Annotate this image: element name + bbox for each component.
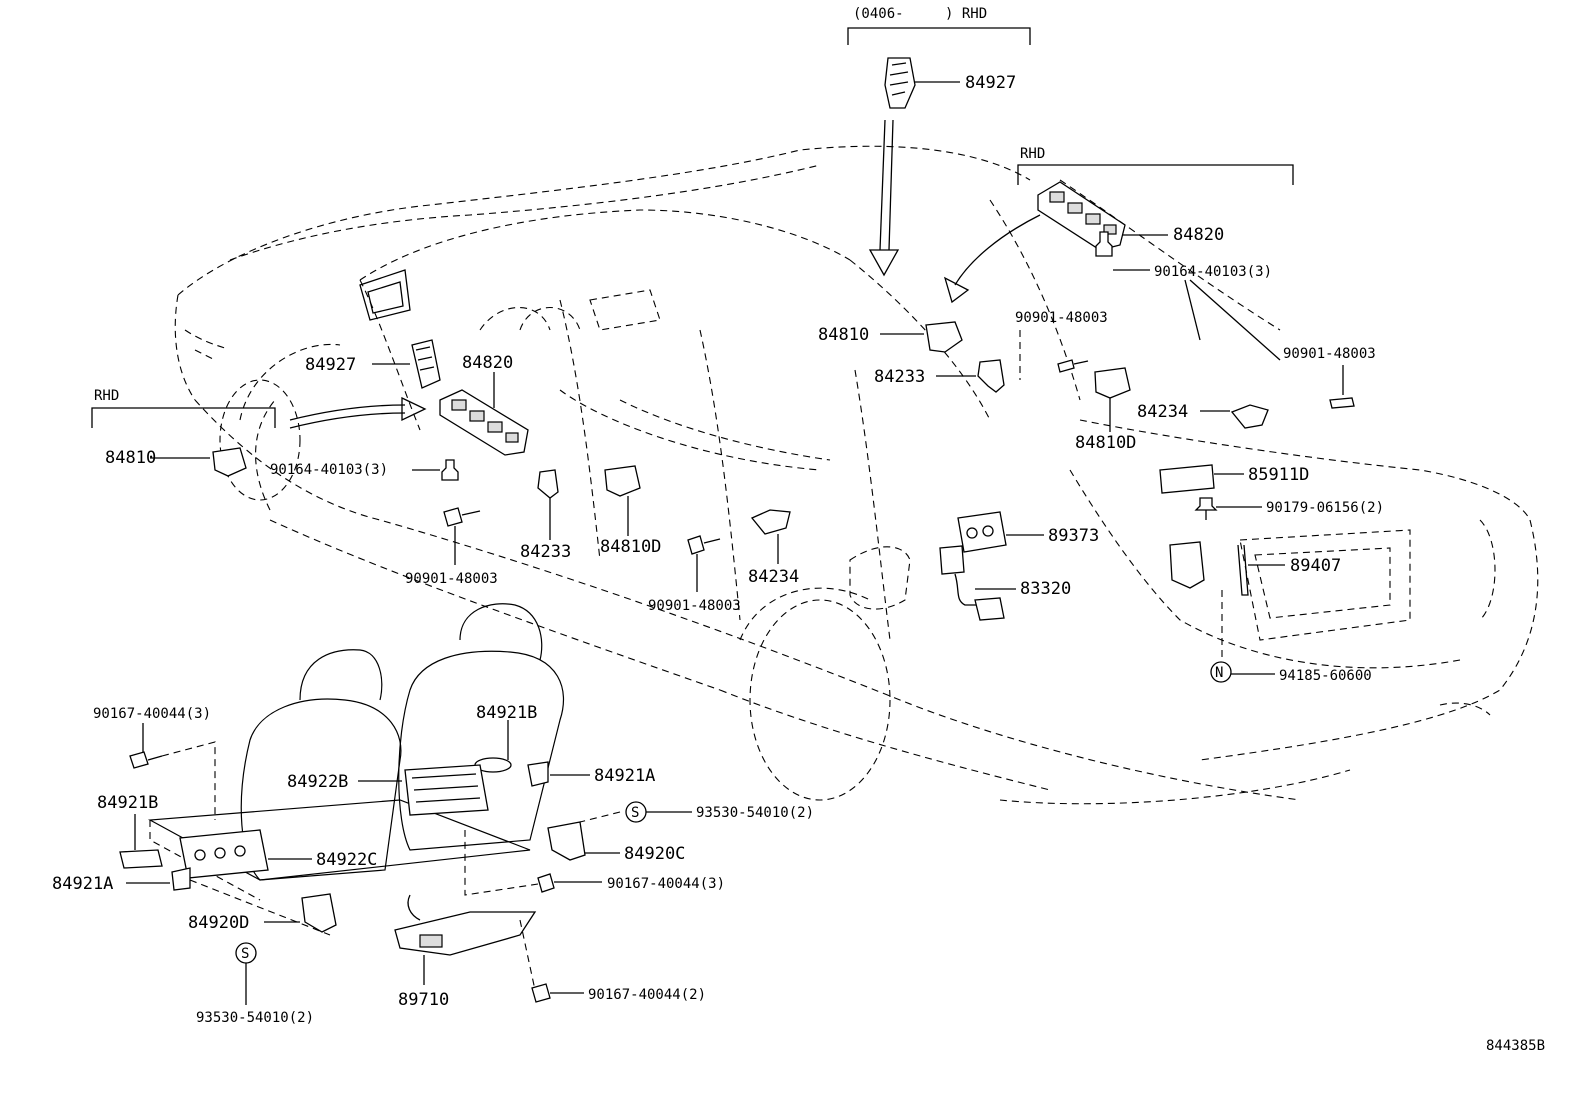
label-84920D: 84920D	[188, 913, 249, 933]
label-90167-bot: 90167-40044(2)	[588, 987, 706, 1003]
label-84921B-left: 84921B	[97, 793, 158, 813]
label-90901-c: 90901-48003	[405, 571, 498, 587]
label-84233-left: 84233	[520, 542, 571, 562]
part-84810D-right: 84810D	[1075, 367, 1136, 453]
label-94185: 94185-60600	[1279, 668, 1372, 684]
part-84921B-right: 84921B	[474, 703, 537, 773]
part-84820-right: 84820	[943, 181, 1224, 304]
part-89710: 89710	[394, 894, 537, 1010]
label-89373: 89373	[1048, 526, 1099, 546]
callout-s-left: S	[241, 946, 249, 962]
part-84921A-right: 84921A	[527, 761, 655, 787]
part-90167-mid: 90167-40044(3)	[464, 830, 725, 896]
header-date-range: (0406-	[853, 6, 904, 22]
label-84921B-right: 84921B	[476, 703, 537, 723]
label-84820-right: 84820	[1173, 225, 1224, 245]
label-84920C: 84920C	[624, 844, 685, 864]
label-84810-mid: 84810	[818, 325, 869, 345]
part-84234-left: 84234	[748, 509, 799, 587]
part-84810-left: 84810	[105, 447, 247, 477]
callout-n: N	[1215, 665, 1223, 681]
part-84820-left: 84820	[439, 353, 529, 456]
header-rhd-top: ) RHD	[945, 6, 987, 22]
part-90167-top: 90167-40044(3)	[93, 706, 216, 820]
label-84810D-right: 84810D	[1075, 433, 1136, 453]
label-84234-left: 84234	[748, 567, 799, 587]
part-85911D: 85911D	[1159, 464, 1309, 494]
label-84922B: 84922B	[287, 772, 348, 792]
label-93530-right: 93530-54010(2)	[696, 805, 814, 821]
label-84820-left: 84820	[462, 353, 513, 373]
label-84921A-left: 84921A	[52, 874, 113, 894]
part-84234-right: 84234	[1137, 402, 1269, 429]
label-84922C: 84922C	[316, 850, 377, 870]
part-83320: 83320	[939, 545, 1071, 621]
vehicle-body-outline	[174, 145, 1539, 805]
side-mirror-illustration	[359, 269, 411, 321]
part-90901-left-d: 90901-48003	[648, 535, 741, 614]
part-93530-right: S 93530-54010(2)	[579, 801, 814, 823]
label-90167-mid: 90167-40044(3)	[607, 876, 725, 892]
label-85911D: 85911D	[1248, 465, 1309, 485]
part-90164-left: 90164-40103(3)	[270, 459, 459, 481]
part-84922B: 84922B	[287, 764, 489, 816]
label-90901-b: 90901-48003	[1283, 346, 1376, 362]
label-84921A-right: 84921A	[594, 766, 655, 786]
callout-s-right: S	[631, 805, 639, 821]
part-90164-right: 90164-40103(3)	[1095, 231, 1281, 361]
header-rhd-left: RHD	[94, 388, 119, 404]
label-89407: 89407	[1290, 556, 1341, 576]
part-90167-bot: 90167-40044(2)	[531, 983, 706, 1003]
part-84927-top: 84927	[868, 57, 1016, 277]
part-90179: 90179-06156(2)	[1194, 497, 1384, 520]
label-84927-top: 84927	[965, 73, 1016, 93]
label-84810D-left: 84810D	[600, 537, 661, 557]
label-90164-left: 90164-40103(3)	[270, 462, 388, 478]
label-93530-left: 93530-54010(2)	[196, 1010, 314, 1026]
part-90901-right-b: 90901-48003	[1283, 346, 1376, 409]
part-84810-mid: 84810	[818, 321, 963, 353]
seats-illustration	[147, 603, 564, 901]
part-94185: N 94185-60600	[1210, 590, 1372, 684]
figure-id: 844385B	[1486, 1038, 1545, 1054]
label-90901-d: 90901-48003	[648, 598, 741, 614]
label-90167-top: 90167-40044(3)	[93, 706, 211, 722]
part-90901-left-c: 90901-48003	[405, 507, 498, 587]
part-89407: 89407	[1169, 541, 1341, 596]
part-93530-left: S 93530-54010(2)	[189, 879, 331, 1026]
bracket-top-rhd: (0406- ) RHD	[847, 6, 1031, 45]
label-90164-right: 90164-40103(3)	[1154, 264, 1272, 280]
bracket-right-rhd: RHD	[1017, 146, 1294, 185]
label-90901-a: 90901-48003	[1015, 310, 1108, 326]
arrow-left-curve	[289, 396, 427, 429]
label-89710: 89710	[398, 990, 449, 1010]
part-84920D: 84920D	[188, 893, 337, 933]
bracket-left-rhd: RHD	[91, 388, 276, 428]
part-84922C: 84922C	[179, 829, 377, 879]
part-84810D-left: 84810D	[600, 465, 661, 557]
part-84233-mid: 84233	[874, 359, 1005, 393]
label-84234-right: 84234	[1137, 402, 1188, 422]
label-84810-left: 84810	[105, 448, 156, 468]
label-83320: 83320	[1020, 579, 1071, 599]
part-84927-left: 84927	[305, 339, 441, 389]
label-90179: 90179-06156(2)	[1266, 500, 1384, 516]
part-84921A-left: 84921A	[52, 867, 191, 894]
label-84233-mid: 84233	[874, 367, 925, 387]
part-84920C: 84920C	[547, 821, 685, 864]
label-84927-left: 84927	[305, 355, 356, 375]
header-rhd-right: RHD	[1020, 146, 1045, 162]
part-84921B-left: 84921B	[97, 793, 163, 869]
part-90901-right-a: 90901-48003	[1015, 310, 1108, 380]
part-84233-left: 84233	[520, 469, 571, 562]
part-89373: 89373	[957, 511, 1099, 553]
